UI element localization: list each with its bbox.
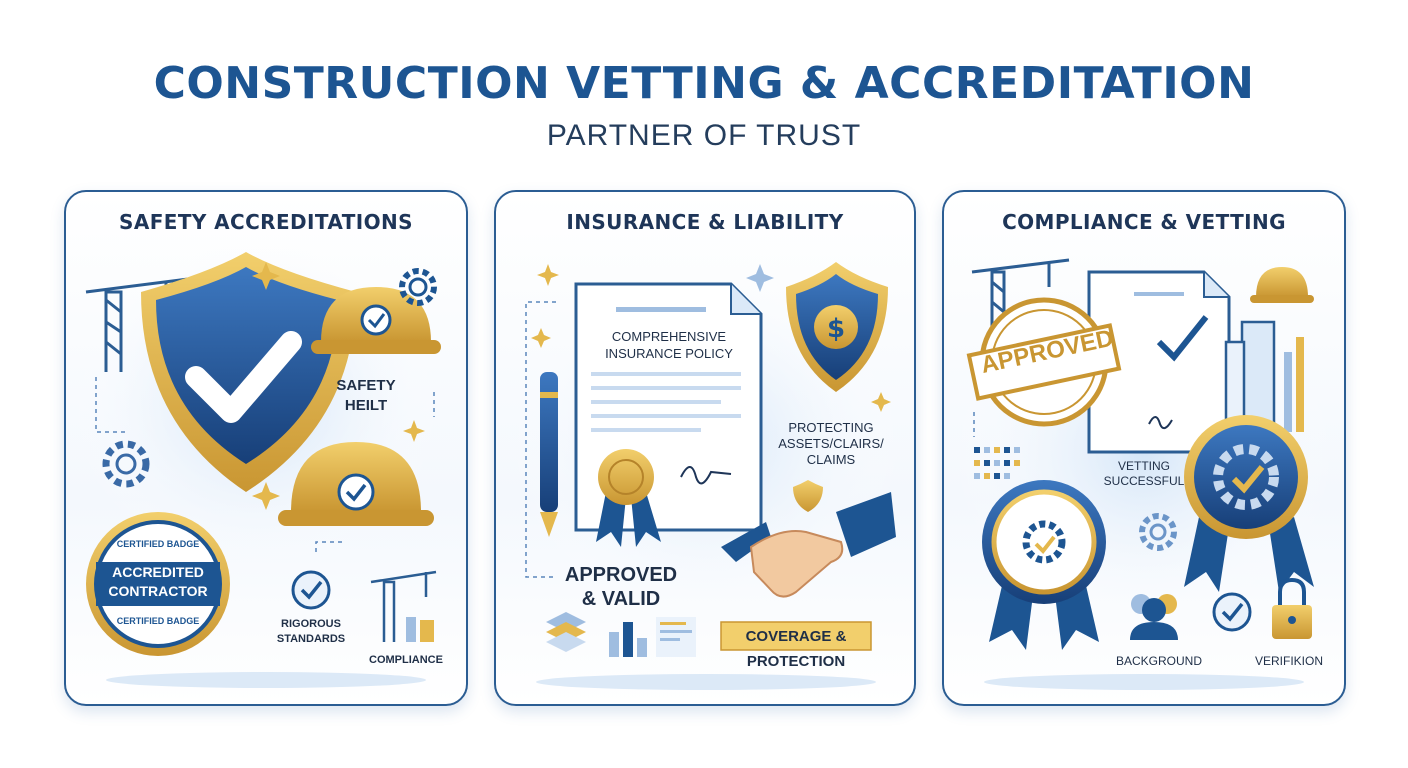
gear-award-ribbon-icon	[1184, 415, 1314, 592]
wax-seal-ribbon-icon	[596, 449, 661, 547]
page-subtitle: PARTNER OF TRUST	[546, 119, 862, 152]
check-circle-icon	[291, 570, 331, 610]
policy-label-1: COMPREHENSIVE	[611, 329, 727, 344]
svg-text:$: $	[827, 314, 845, 344]
verification-label: VERIFIKION	[1254, 654, 1323, 668]
shield-check-icon	[141, 252, 356, 492]
vetting-label-1: VETTING	[1117, 459, 1170, 473]
small-shield-icon	[793, 480, 823, 512]
safety-illustration	[66, 232, 446, 688]
seal-top-text: CERTIFIED BADGE	[116, 539, 200, 549]
crane-icon	[971, 258, 1070, 337]
sparkle-icon	[252, 482, 280, 510]
panel-insurance-liability: INSURANCE & LIABILITY	[494, 190, 916, 706]
rigorous-standards-label-1: RIGOROUS	[281, 618, 341, 630]
panel-title: SAFETY ACCREDITATIONS	[119, 210, 413, 234]
coverage-label-1: COVERAGE &	[745, 628, 847, 645]
people-group-icon	[1130, 594, 1178, 640]
hard-hat-icon	[1250, 267, 1314, 303]
hard-hat-icon	[311, 287, 441, 354]
gear-icon	[102, 440, 150, 488]
protecting-label-2: ASSETS/CLAIRS/	[778, 436, 884, 451]
sparkle-icon	[252, 262, 280, 290]
protecting-label-1: PROTECTING	[788, 420, 874, 435]
dot-grid-icon	[974, 447, 1020, 479]
protecting-label-3: CLAIMS	[806, 452, 856, 467]
seal-main-text-1: ACCREDITED	[112, 564, 204, 580]
bar-chart-icon	[609, 622, 647, 657]
sparkle-icon	[403, 420, 425, 442]
handshake-icon	[721, 492, 896, 598]
star-medal-ribbon-icon	[982, 480, 1106, 650]
crane-chart-icon	[370, 570, 437, 642]
insurance-illustration: $	[506, 262, 906, 690]
helmet-label: HEILT	[344, 397, 388, 414]
page-title: CONSTRUCTION VETTING & ACCREDITATION	[153, 58, 1255, 109]
policy-label-2: INSURANCE POLICY	[605, 346, 733, 361]
approved-valid-label-1: APPROVED	[564, 564, 678, 586]
report-list-icon	[656, 617, 696, 657]
hard-hat-icon	[278, 442, 434, 526]
padlock-icon	[1272, 577, 1312, 639]
vetting-label-2: SUCCESSFUL	[1103, 474, 1185, 488]
seal-bottom-text: CERTIFIED BADGE	[116, 616, 200, 626]
gear-icon	[399, 268, 437, 306]
coverage-label-2: PROTECTION	[746, 653, 846, 670]
compliance-illustration	[949, 258, 1339, 690]
sparkle-icon	[531, 328, 551, 348]
shield-dollar-icon: $	[786, 262, 888, 392]
accredited-contractor-seal-icon	[86, 512, 230, 656]
background-label: BACKGROUND	[1115, 654, 1202, 668]
panel-title: COMPLIANCE & VETTING	[1002, 210, 1286, 234]
pen-icon	[540, 372, 558, 537]
gear-icon	[1139, 513, 1177, 551]
compliance-label: COMPLIANCE	[369, 654, 443, 666]
layers-icon	[546, 612, 586, 652]
sparkle-icon	[537, 264, 559, 286]
panel-compliance-vetting: COMPLIANCE & VETTING	[942, 190, 1346, 706]
rigorous-standards-label-2: STANDARDS	[276, 633, 346, 645]
seal-main-text-2: CONTRACTOR	[108, 583, 208, 599]
approved-stamp-icon	[966, 297, 1122, 427]
sparkle-icon	[871, 392, 891, 412]
safety-label: SAFETY	[336, 377, 396, 394]
sparkle-icon	[746, 264, 774, 292]
panel-title: INSURANCE & LIABILITY	[566, 210, 844, 234]
coverage-banner	[720, 621, 872, 651]
panel-safety-accreditations: SAFETY ACCREDITATIONS	[64, 190, 468, 706]
approved-valid-label-2: & VALID	[581, 588, 661, 610]
check-circle-icon	[1212, 592, 1252, 632]
